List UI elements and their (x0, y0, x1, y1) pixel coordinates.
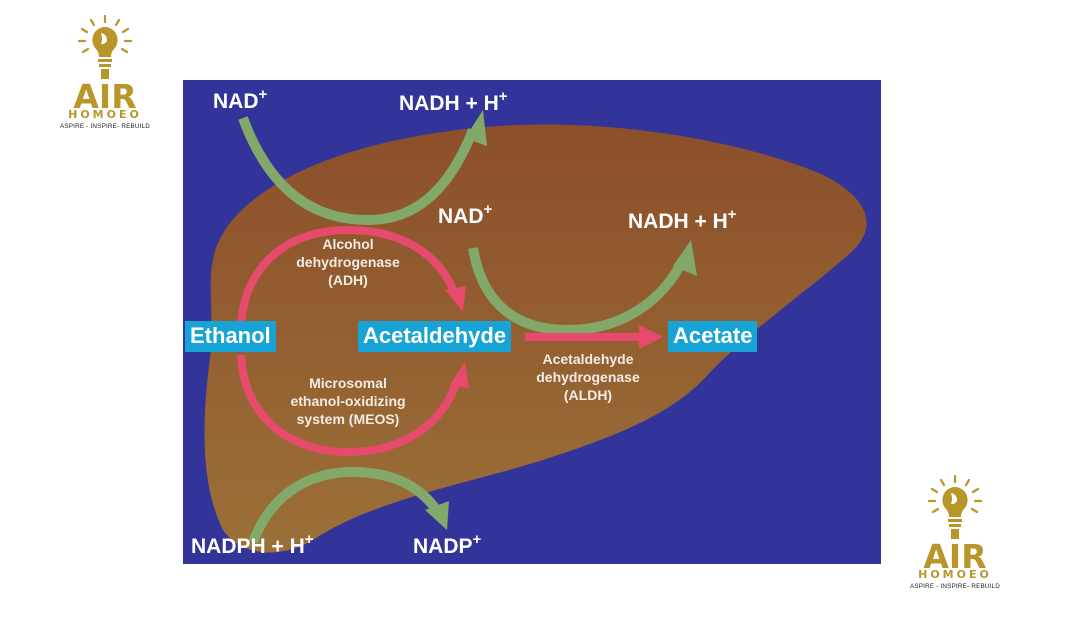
cofactor-adh-in: NAD+ (213, 86, 268, 113)
compound-acetaldehyde: Acetaldehyde (358, 321, 512, 352)
green-arrowhead-meos (425, 501, 449, 530)
green-arrow-meos-cofactor (248, 466, 443, 544)
pink-arrowhead-meos (449, 362, 469, 388)
air-homoeo-logo-top: AIR HOMOEO ASPIRE - INSPIRE- REBUILD (50, 14, 160, 130)
compound-ethanol: Ethanol (185, 321, 276, 352)
logo-brand: HOMOEO (918, 568, 992, 581)
green-arrowhead-aldh (673, 240, 697, 276)
cofactor-aldh-out: NADH + H+ (628, 206, 737, 233)
pink-arrow-adh (237, 225, 459, 329)
green-arrow-aldh-cofactor (468, 247, 688, 336)
green-arrowhead-adh (465, 110, 487, 146)
logo-brand: HOMOEO (68, 108, 142, 121)
pink-arrowhead-adh (445, 286, 466, 312)
green-arrow-adh-cofactor (238, 116, 478, 226)
cofactor-meos-in: NADPH + H+ (191, 531, 314, 558)
cofactor-aldh-in: NAD+ (438, 201, 493, 228)
enzyme-adh-label: Alcohol dehydrogenase (ADH) (296, 236, 400, 288)
air-wordmark: AIR (73, 80, 136, 110)
air-homoeo-logo-bottom: AIR HOMOEO ASPIRE - INSPIRE- REBUILD (900, 474, 1010, 590)
pink-arrowhead-aldh (639, 325, 663, 349)
compound-acetate: Acetate (668, 321, 758, 352)
enzyme-aldh-label: Acetaldehyde dehydrogenase (ALDH) (536, 351, 640, 403)
logo-tagline: ASPIRE - INSPIRE- REBUILD (909, 583, 1001, 590)
pink-arrow-aldh-shaft (525, 333, 643, 341)
logo-tagline: ASPIRE - INSPIRE- REBUILD (59, 123, 151, 130)
lightbulb-icon (927, 474, 983, 539)
cofactor-adh-out: NADH + H+ (399, 88, 508, 115)
enzyme-meos-label: Microsomal ethanol-oxidizing system (MEO… (290, 375, 406, 427)
air-wordmark: AIR (923, 540, 986, 570)
pink-arrow-meos (237, 354, 461, 457)
svg-text:AIR: AIR (73, 80, 136, 110)
lightbulb-icon (77, 14, 133, 79)
cofactor-meos-out: NADP+ (413, 531, 482, 558)
svg-text:AIR: AIR (923, 540, 986, 570)
ethanol-metabolism-diagram: NAD+ NADH + H+ NAD+ NADH + H+ NADPH + H+… (183, 80, 881, 564)
